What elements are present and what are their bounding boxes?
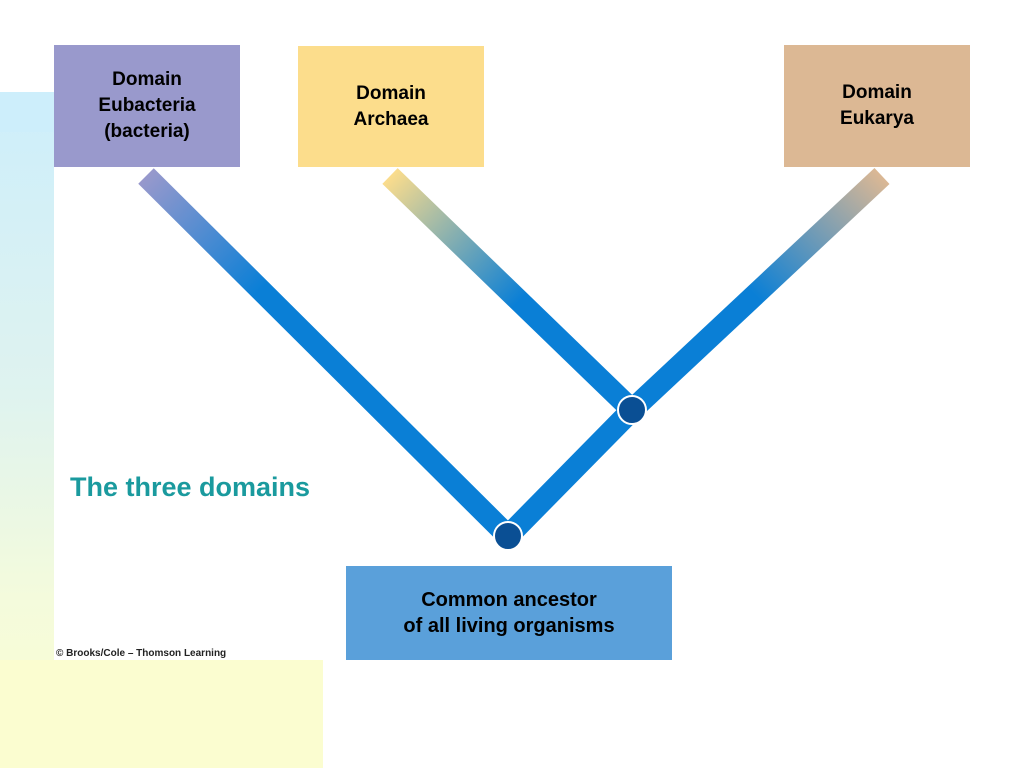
branch-archaea xyxy=(382,168,640,418)
branch-eukarya xyxy=(624,167,890,419)
branch-archaea-eukarya-stem xyxy=(500,402,640,544)
domain-eukarya-box: Domain Eukarya xyxy=(784,45,970,167)
branch-eubacteria xyxy=(138,168,516,544)
background-bottom-panel xyxy=(0,660,323,768)
node-root xyxy=(493,521,523,551)
domain-archaea-box: Domain Archaea xyxy=(298,46,484,167)
common-ancestor-box: Common ancestor of all living organisms xyxy=(346,566,672,660)
background-gradient-band xyxy=(0,92,56,768)
copyright-credit: © Brooks/Cole – Thomson Learning xyxy=(56,648,227,659)
slide-caption: The three domains xyxy=(70,472,311,502)
node-archaea-eukarya xyxy=(617,395,647,425)
domain-eubacteria-box: Domain Eubacteria (bacteria) xyxy=(54,45,240,167)
